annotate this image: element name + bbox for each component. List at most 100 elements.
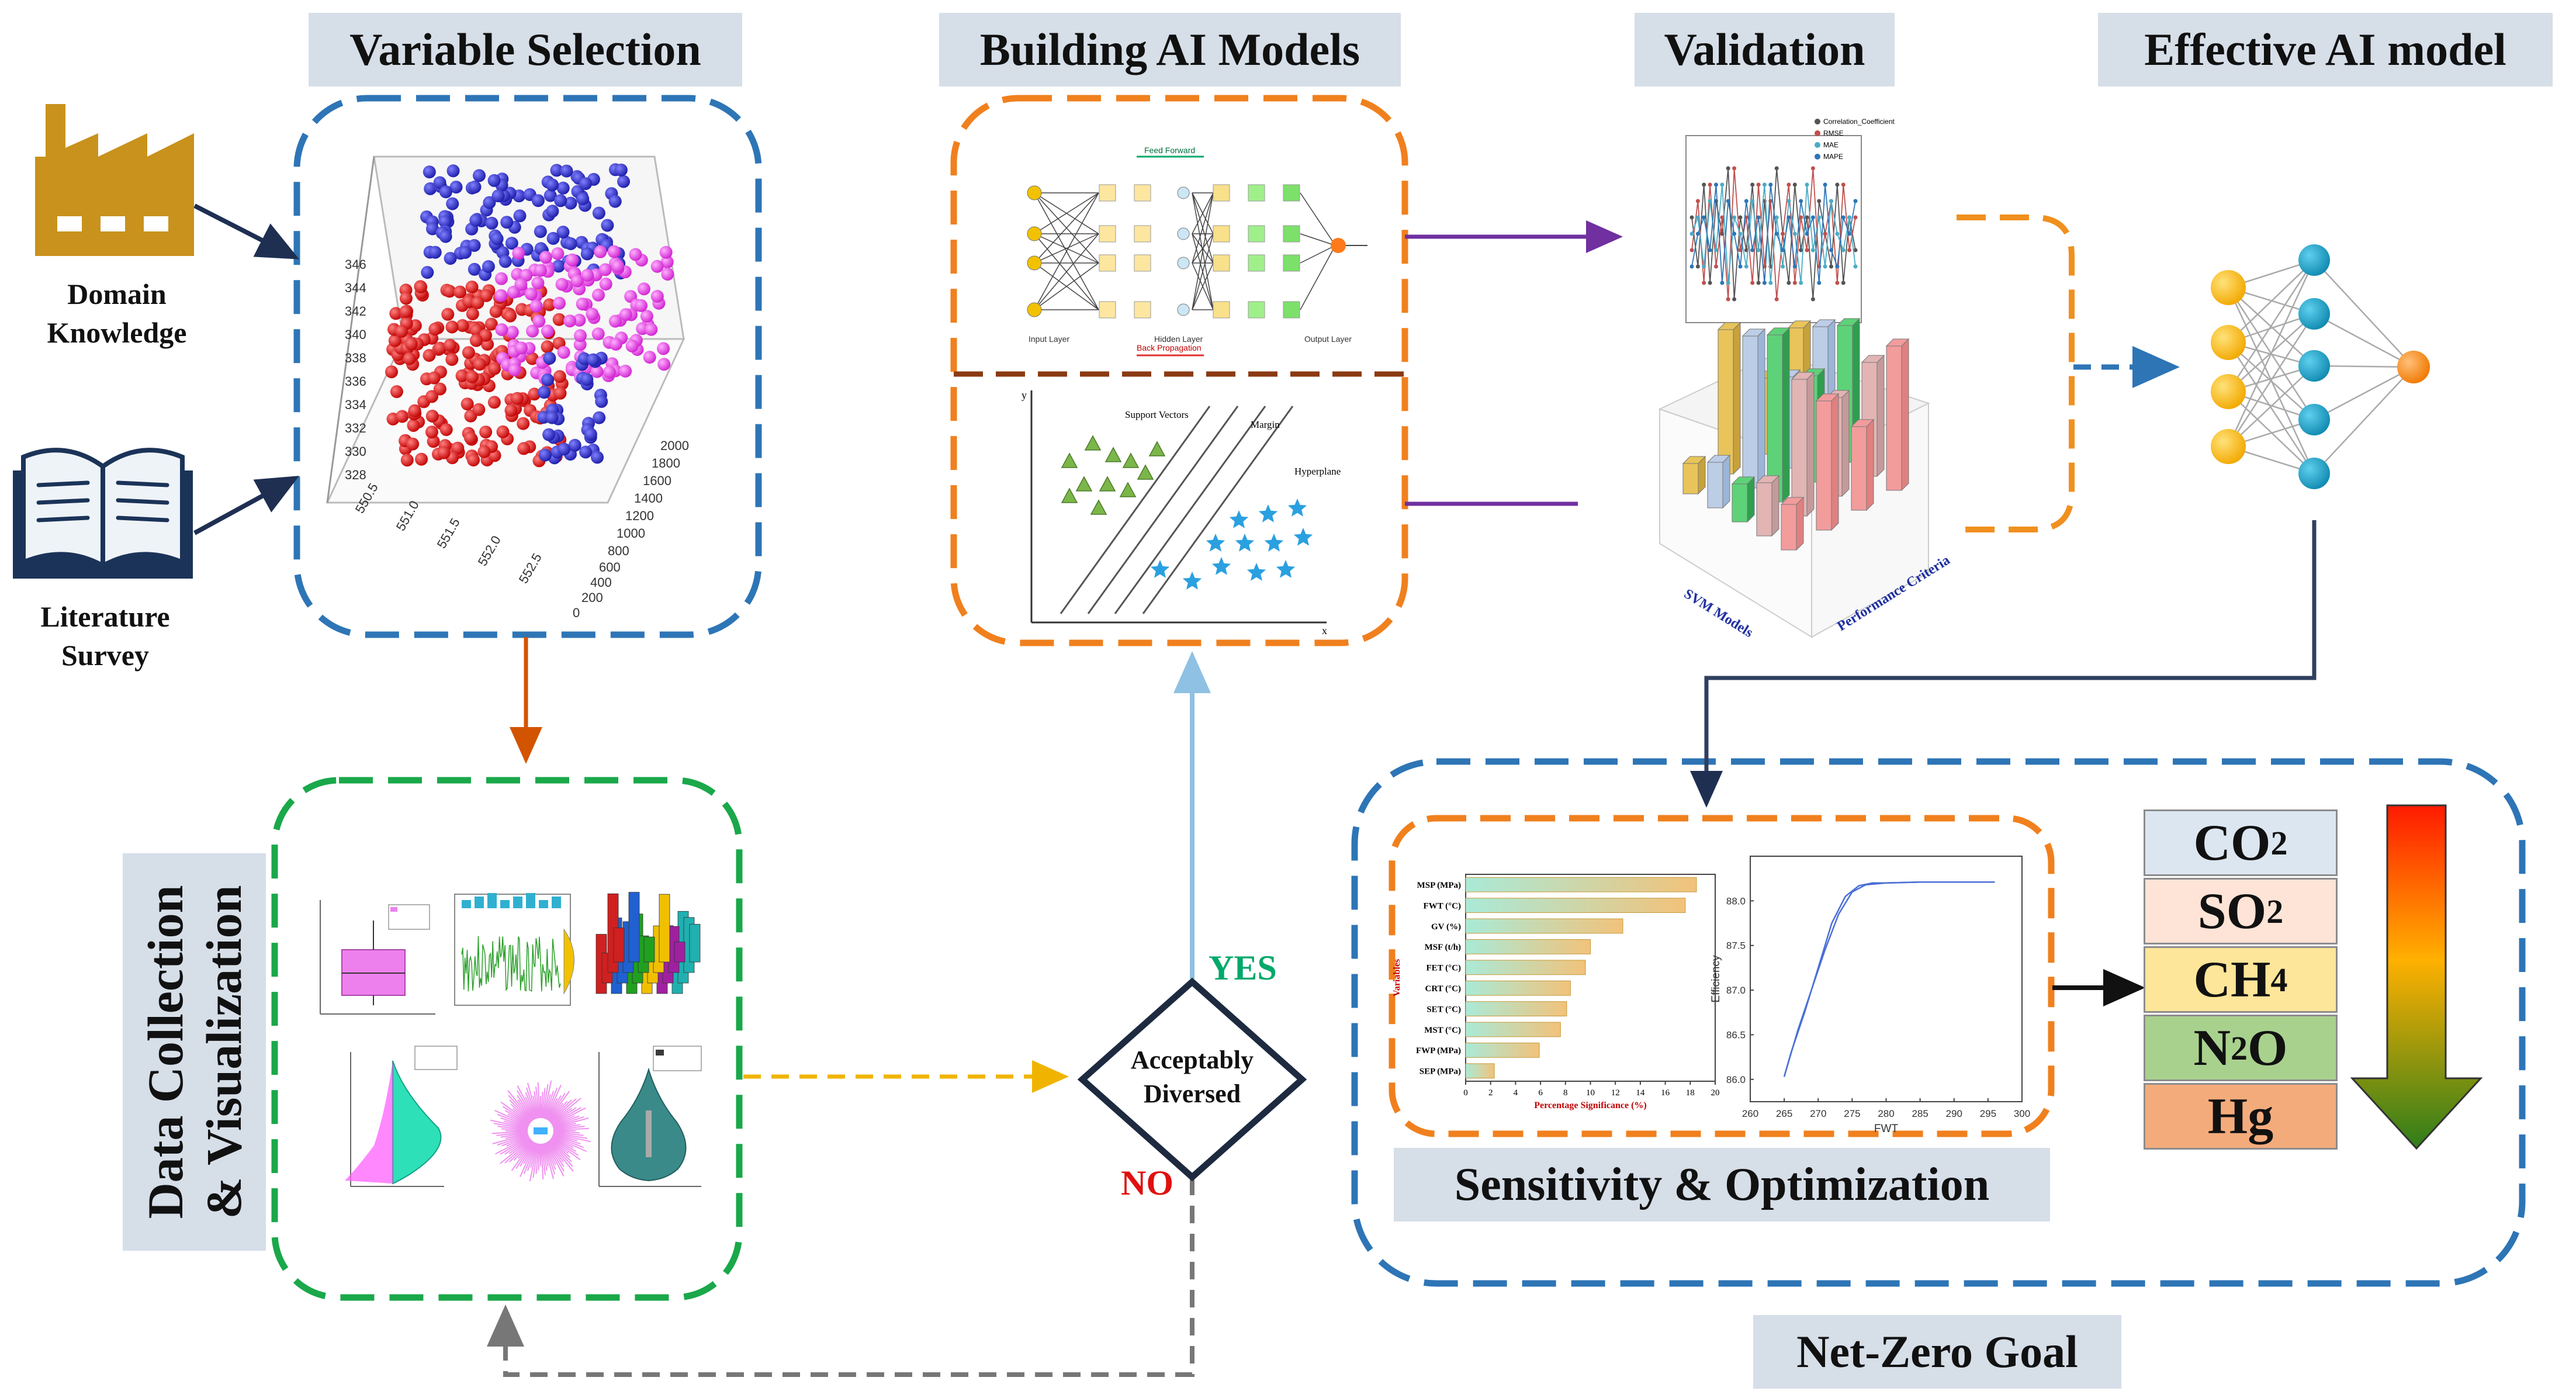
book-icon: [13, 448, 193, 579]
svg-text:346: 346: [345, 257, 366, 272]
bar3d-top: [1836, 318, 1861, 326]
svg-text:1200: 1200: [625, 508, 654, 523]
val-series-point: [1823, 264, 1827, 269]
scatter-point: [579, 445, 593, 459]
sens-bar: [1465, 939, 1591, 954]
bar3d-top: [1682, 456, 1706, 464]
opt-ytick-label: 86.5: [1726, 1029, 1746, 1040]
scatter-point: [553, 370, 566, 383]
val-series-point: [1738, 264, 1743, 269]
val-series-point: [1810, 166, 1815, 171]
bar3d-front: [1851, 426, 1867, 511]
bar3d-top: [1812, 319, 1836, 327]
val-series-point: [1750, 199, 1755, 203]
no-label: NO: [1121, 1164, 1173, 1202]
val-series-point: [1695, 215, 1700, 220]
literature-label-line1: Literature: [40, 600, 170, 633]
scatter-point: [637, 282, 650, 296]
val-series-point: [1799, 248, 1803, 252]
margin-label: Margin: [1251, 419, 1280, 430]
sens-xtick-label: 16: [1661, 1088, 1670, 1098]
sens-category-label: GV (%): [1431, 922, 1461, 932]
scatter-point: [534, 264, 547, 277]
dc-bar3d-bar: [674, 942, 685, 963]
scatter-point: [525, 352, 539, 365]
opt-xtick-label: 275: [1844, 1108, 1860, 1119]
scatter-point: [574, 329, 587, 342]
val-series-point: [1781, 264, 1785, 269]
scatter-point: [462, 346, 475, 359]
scatter-point: [437, 446, 451, 459]
scatter-point: [524, 288, 538, 300]
bar3d-top: [1815, 393, 1840, 402]
svm-x-label: x: [1322, 625, 1327, 636]
scatter-point: [469, 334, 483, 347]
scatter-point: [490, 232, 504, 245]
val-series-point: [1708, 199, 1712, 203]
box-plot-thumb: [320, 900, 435, 1015]
nn-edge: [1034, 262, 1099, 310]
val-series-point: [1774, 166, 1779, 171]
val-series-point: [1792, 264, 1797, 269]
scatter-point: [508, 363, 521, 376]
svg-text:342: 342: [345, 304, 366, 319]
scatter-point: [543, 189, 557, 202]
bar3d-top: [1731, 476, 1756, 485]
svg-text:336: 336: [345, 374, 366, 389]
scatter-point: [594, 245, 607, 258]
bar3d-top: [1741, 328, 1766, 337]
scatter-point: [482, 260, 495, 274]
domain-knowledge-label: Domain Knowledge: [23, 275, 210, 352]
yes-label: YES: [1209, 949, 1277, 987]
eff-nn-edge: [2314, 366, 2414, 474]
scatter-point: [468, 262, 481, 276]
scatter-point: [546, 231, 560, 245]
scatter-point: [580, 247, 594, 261]
scatter-point: [461, 397, 474, 411]
scatter-point: [425, 425, 438, 439]
svg-text:328: 328: [345, 468, 366, 482]
val-series-point: [1726, 199, 1730, 203]
scatter-point: [466, 371, 479, 383]
svg-text:332: 332: [345, 421, 366, 435]
scatter-point: [495, 323, 508, 336]
scatter-point: [512, 247, 525, 260]
scatter-point: [564, 237, 577, 250]
val-series-point: [1726, 297, 1730, 302]
val-series-point: [1853, 215, 1858, 220]
scatter-point: [617, 175, 630, 188]
scatter-point: [552, 313, 566, 326]
scatter-point: [608, 195, 622, 208]
scatter-point: [528, 387, 541, 401]
bar3d-top: [1706, 455, 1731, 463]
scatter-point: [543, 351, 556, 365]
val-series-point: [1726, 281, 1730, 285]
dc-bar3d-bar: [628, 892, 640, 963]
svm-triangle: [1119, 482, 1137, 497]
val-series-point: [1695, 231, 1700, 236]
violin-thumb: [598, 1046, 702, 1187]
svm-triangle: [1061, 487, 1078, 503]
svm-star: [1293, 528, 1313, 546]
scatter-point: [573, 313, 586, 327]
bar3d-top: [1787, 320, 1812, 328]
ts-density: [563, 928, 574, 995]
sens-category-label: FWP (MPa): [1416, 1046, 1461, 1056]
bar3d-thumb: [595, 892, 701, 994]
svm-star: [1211, 557, 1231, 575]
data-collection-title: Data Collection & Visualization: [123, 853, 266, 1251]
scatter-point: [659, 245, 673, 259]
scatter-point: [599, 278, 612, 290]
val-series-point: [1853, 248, 1858, 252]
svm-star: [1276, 560, 1296, 578]
val-legend-marker: [1815, 130, 1820, 136]
svm-star: [1287, 499, 1307, 517]
bar3d-front: [1756, 482, 1772, 537]
validation-line-chart: Correlation_Coefficient RMSE MAE MAPE: [1685, 117, 1895, 323]
scatter-point: [541, 324, 554, 338]
nn-node: [1027, 226, 1042, 241]
scatter-point: [640, 310, 653, 323]
scatter-point: [517, 442, 531, 455]
